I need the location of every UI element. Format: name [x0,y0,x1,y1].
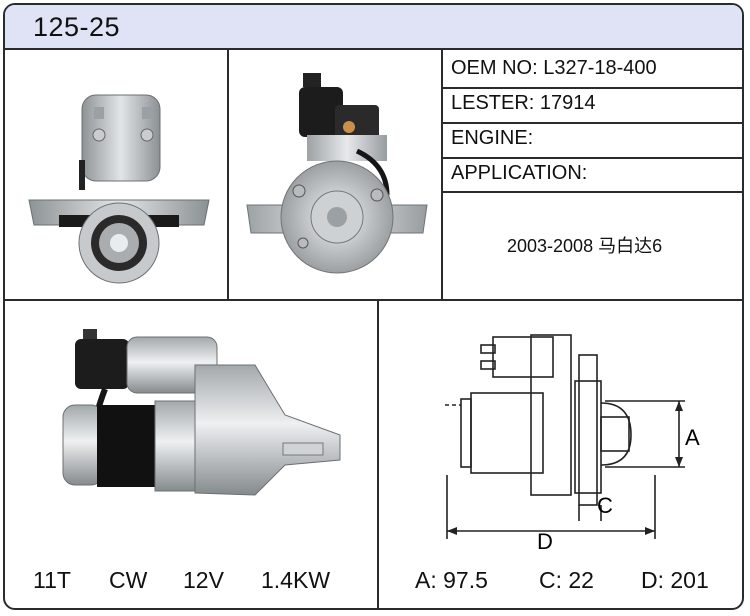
power-rating: 1.4KW [261,567,331,593]
starter-side-photo [62,329,341,496]
lester-number: LESTER: 17914 [451,92,596,114]
rotation-direction: CW [109,567,148,593]
grid-divider [227,48,229,301]
part-number-title: 125-25 [33,12,121,42]
grid-divider [441,87,742,89]
title-bar: 125-25 [5,5,742,50]
grid-divider [377,299,379,608]
dimension-d-label: D [537,529,553,554]
dimension-a-label: A [685,425,700,450]
grid-divider [441,122,742,124]
application-value: 2003-2008 马白达6 [507,236,663,256]
grid-divider [441,191,742,193]
dimension-c-label: C [597,493,613,518]
dimension-drawing: A C D [445,334,700,554]
dimension-a-value: A: 97.5 [415,567,488,593]
grid-divider [441,48,443,301]
grid-divider [5,299,742,301]
grid-divider [441,157,742,159]
voltage: 12V [183,567,224,593]
application-label: APPLICATION: [451,162,588,184]
starter-rear-photo [246,73,428,274]
spec-sheet: 125-25 OEM NO: L327-18-400 LESTER: 17914… [3,3,744,610]
oem-number: OEM NO: L327-18-400 [451,57,657,79]
starter-front-photo [28,94,210,284]
engine-label: ENGINE: [451,127,534,149]
teeth-count: 11T [33,567,71,593]
dimension-d-value: D: 201 [641,567,709,593]
dimension-c-value: C: 22 [539,567,594,593]
